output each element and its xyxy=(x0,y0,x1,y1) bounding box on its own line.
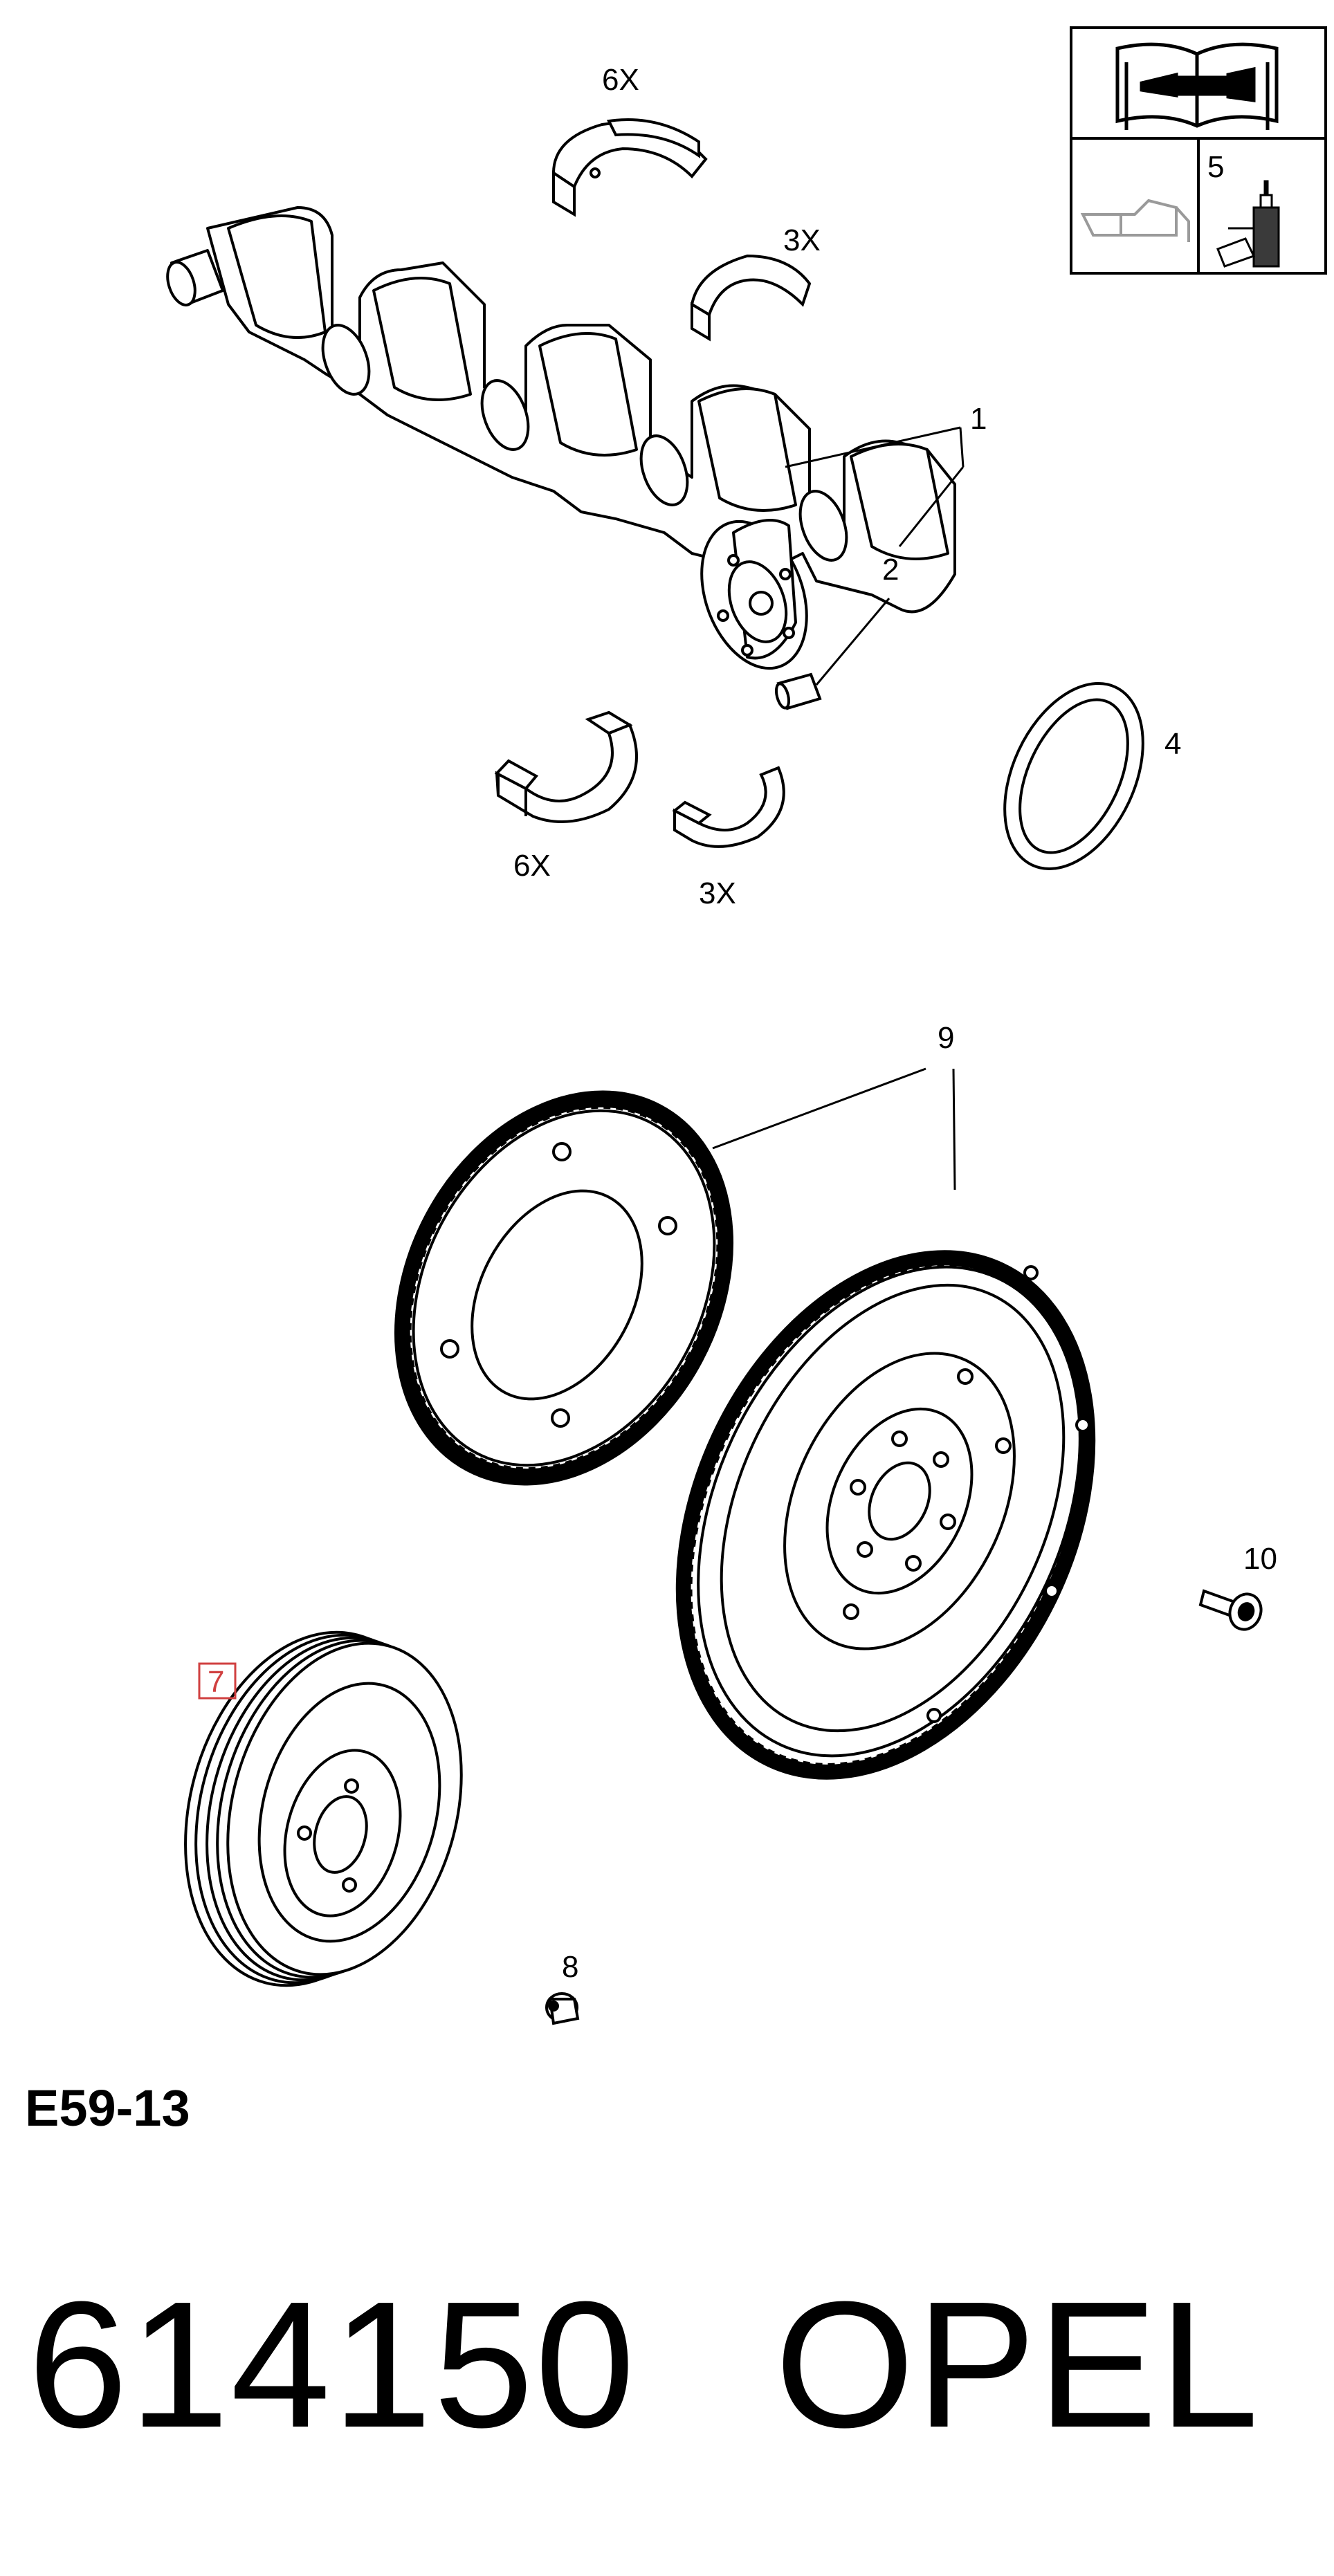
brand-name: OPEL xyxy=(774,2265,1261,2465)
callout-4: 4 xyxy=(1164,727,1181,761)
leader-lines-9 xyxy=(712,1067,956,1190)
part-number-line: 614150 OPEL xyxy=(28,2262,1260,2469)
leader-lines-upper xyxy=(785,426,965,686)
callout-8: 8 xyxy=(562,1950,578,1984)
rear-oil-seal xyxy=(1003,682,1144,870)
flywheel-bolt xyxy=(1198,1589,1263,1631)
callout-2: 2 xyxy=(882,553,899,587)
qty-upper-thrust-bearings: 3X xyxy=(783,223,821,257)
flywheel xyxy=(675,1250,1096,1780)
diagram-code: E59-13 xyxy=(25,2079,190,2137)
dowel-pin xyxy=(774,672,822,710)
callout-7: 7 xyxy=(208,1665,224,1699)
callout-5: 5 xyxy=(1207,150,1224,184)
repair-manual-wrench-icon xyxy=(1115,42,1279,130)
qty-lower-main-bearings: 6X xyxy=(513,849,551,883)
sealant-bottle-icon xyxy=(1216,180,1280,268)
lower-thrust-bearing-shell xyxy=(672,766,785,848)
legend-box xyxy=(1070,26,1327,275)
oil-can-icon xyxy=(1080,199,1190,242)
callout-1: 1 xyxy=(970,402,987,436)
callout-7-box: 7 xyxy=(198,1662,237,1700)
qty-lower-thrust-bearings: 3X xyxy=(699,876,736,910)
upper-thrust-bearing-shell xyxy=(690,254,812,342)
crankshaft xyxy=(166,206,956,670)
qty-upper-main-bearings: 6X xyxy=(602,63,639,97)
callout-9: 9 xyxy=(938,1021,954,1055)
ring-gear xyxy=(394,1090,733,1486)
upper-main-bearing-shell xyxy=(551,118,708,217)
callout-10: 10 xyxy=(1243,1542,1277,1576)
lower-main-bearing-shell xyxy=(494,710,638,823)
crankshaft-pulley xyxy=(184,1630,463,1987)
part-number: 614150 xyxy=(28,2265,637,2465)
pulley-bolt xyxy=(545,1992,580,2025)
